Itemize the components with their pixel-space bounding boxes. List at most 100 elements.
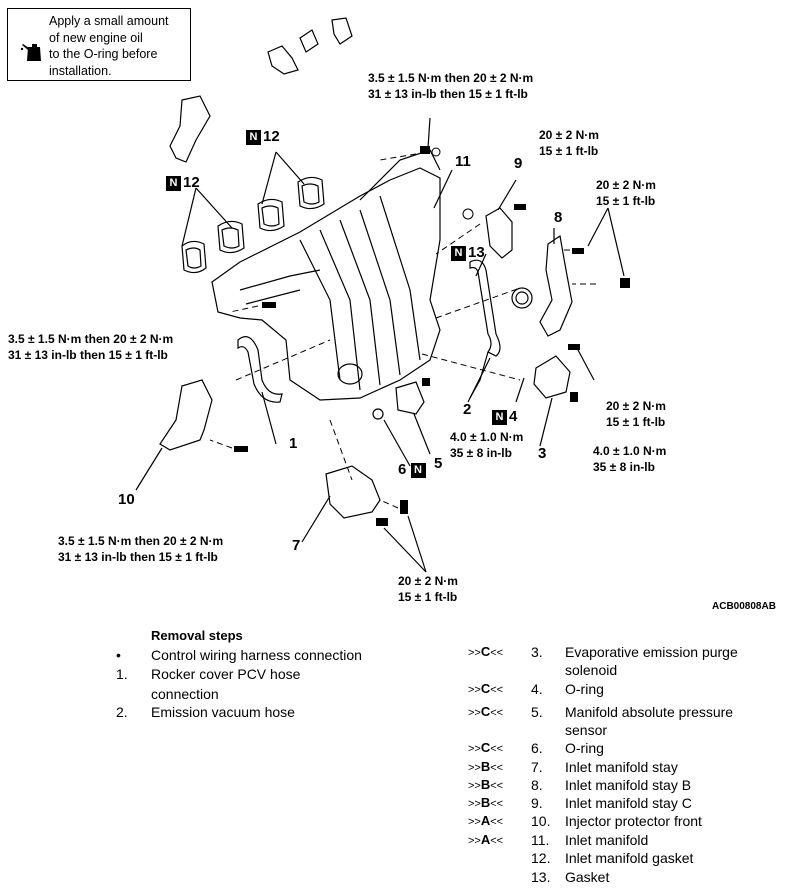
step-marker: >>C<<	[468, 681, 504, 696]
callout-9: 9	[514, 155, 523, 172]
figure-code: ACB00808AB	[712, 601, 776, 612]
torque-stay-7: 20 ± 2 N·m 15 ± 1 ft-lb	[398, 573, 458, 605]
step-text: Gasket	[565, 869, 610, 885]
injector-protector-10	[159, 379, 213, 451]
torque-line: 31 ± 13 in-lb then 15 ± 1 ft-lb	[368, 87, 528, 101]
oil-note-box: Apply a small amount of new engine oil t…	[7, 8, 191, 81]
torque-line: 4.0 ± 1.0 N·m	[593, 444, 667, 458]
step-text: O-ring	[565, 740, 604, 756]
step-text: Inlet manifold gasket	[565, 850, 694, 866]
torque-line: 20 ± 2 N·m	[596, 178, 656, 192]
torque-line: 20 ± 2 N·m	[539, 128, 599, 142]
step-number: 9.	[531, 795, 543, 811]
step-marker: >>B<<	[468, 777, 504, 792]
torque-line: 20 ± 2 N·m	[606, 399, 666, 413]
stay-b-8	[539, 234, 573, 337]
bolt	[400, 500, 408, 514]
step-text: Evaporative emission purge	[565, 644, 738, 660]
callout-5: 5	[434, 455, 443, 472]
torque-top: 3.5 ± 1.5 N·m then 20 ± 2 N·m 31 ± 13 in…	[368, 70, 533, 102]
torque-line: 20 ± 2 N·m	[398, 574, 458, 588]
step-number: 4.	[531, 681, 543, 697]
step-number: 3.	[531, 644, 543, 660]
step-number: 6.	[531, 740, 543, 756]
callout-6: 6 N	[398, 462, 428, 478]
step-number: 11.	[531, 832, 550, 848]
oil-can-icon	[20, 44, 41, 61]
torque-line: 15 ± 1 ft-lb	[596, 194, 656, 208]
step-text: Injector protector front	[565, 813, 702, 829]
step-number: 13.	[531, 869, 551, 885]
note-line: Apply a small amount	[49, 14, 169, 28]
bolt	[376, 518, 388, 526]
callout-number: 12	[183, 174, 200, 191]
torque-stay-b: 20 ± 2 N·m 15 ± 1 ft-lb	[596, 177, 656, 209]
step-marker: >>A<<	[468, 813, 504, 828]
callout-number: 13	[468, 244, 485, 261]
callout-3: 3	[538, 445, 547, 462]
torque-line: 3.5 ± 1.5 N·m then 20 ± 2 N·m	[368, 71, 534, 85]
bolt	[514, 204, 526, 210]
gasket-12	[297, 176, 325, 210]
step-marker: >>C<<	[468, 740, 504, 755]
step-text: solenoid	[565, 662, 618, 678]
n-badge: N	[410, 463, 426, 478]
step-text: Inlet manifold stay C	[565, 795, 692, 811]
bolt	[262, 302, 276, 308]
stay-bracket-top	[267, 45, 299, 75]
gasket-12	[185, 247, 202, 269]
callout-number: 6	[398, 461, 407, 478]
step-marker: >>A<<	[468, 832, 504, 847]
bolt	[422, 378, 430, 386]
step-number: 10.	[531, 813, 551, 829]
gasket-12	[257, 198, 285, 232]
step-text: Inlet manifold	[565, 832, 649, 848]
step-text: Inlet manifold stay	[565, 759, 678, 775]
step-text: Inlet manifold stay B	[565, 777, 692, 793]
removal-steps-title: Removal steps	[151, 628, 243, 643]
torque-line: 3.5 ± 1.5 N·m then 20 ± 2 N·m	[58, 534, 224, 548]
callout-8: 8	[554, 209, 563, 226]
gasket-12	[217, 220, 245, 254]
step-number: 1.	[116, 666, 128, 682]
n-badge: N	[492, 410, 507, 425]
torque-line: 4.0 ± 1.0 N·m	[450, 430, 524, 444]
step-text: O-ring	[565, 681, 604, 697]
step-marker: >>B<<	[468, 795, 504, 810]
note-line: to the O-ring before	[49, 47, 158, 61]
map-sensor-5	[395, 381, 425, 415]
step-number: •	[116, 647, 121, 663]
torque-line: 31 ± 13 in-lb then 15 ± 1 ft-lb	[8, 348, 168, 362]
stay-bracket-top-3	[331, 17, 353, 45]
step-number: 5.	[531, 704, 543, 720]
torque-line: 31 ± 13 in-lb then 15 ± 1 ft-lb	[58, 550, 218, 564]
callout-number: 4	[509, 408, 518, 425]
gasket-13	[511, 287, 533, 309]
step-marker: >>C<<	[468, 704, 504, 719]
callout-1: 1	[289, 435, 298, 452]
step-number: 2.	[116, 704, 128, 720]
step-text: connection	[151, 686, 219, 702]
callout-10: 10	[118, 491, 135, 508]
torque-injector-protector: 3.5 ± 1.5 N·m then 20 ± 2 N·m 31 ± 13 in…	[58, 533, 223, 565]
torque-left: 3.5 ± 1.5 N·m then 20 ± 2 N·m 31 ± 13 in…	[8, 331, 173, 363]
step-marker: >>C<<	[468, 644, 504, 659]
callout-11: 11	[455, 153, 471, 170]
bolt	[570, 392, 578, 402]
torque-line: 3.5 ± 1.5 N·m then 20 ± 2 N·m	[8, 332, 174, 346]
step-number: 8.	[531, 777, 543, 793]
stay-c-9	[485, 207, 513, 259]
torque-line: 35 ± 8 in-lb	[593, 460, 655, 474]
bolt	[234, 446, 248, 452]
callout-number: 12	[263, 128, 280, 145]
torque-right: 20 ± 2 N·m 15 ± 1 ft-lb	[606, 398, 666, 430]
n-badge: N	[246, 130, 261, 145]
gasket-12	[261, 205, 280, 227]
step-text: Emission vacuum hose	[151, 704, 295, 720]
torque-line: 15 ± 1 ft-lb	[539, 144, 599, 158]
note-line: of new engine oil	[49, 30, 143, 45]
bolt	[572, 248, 584, 254]
